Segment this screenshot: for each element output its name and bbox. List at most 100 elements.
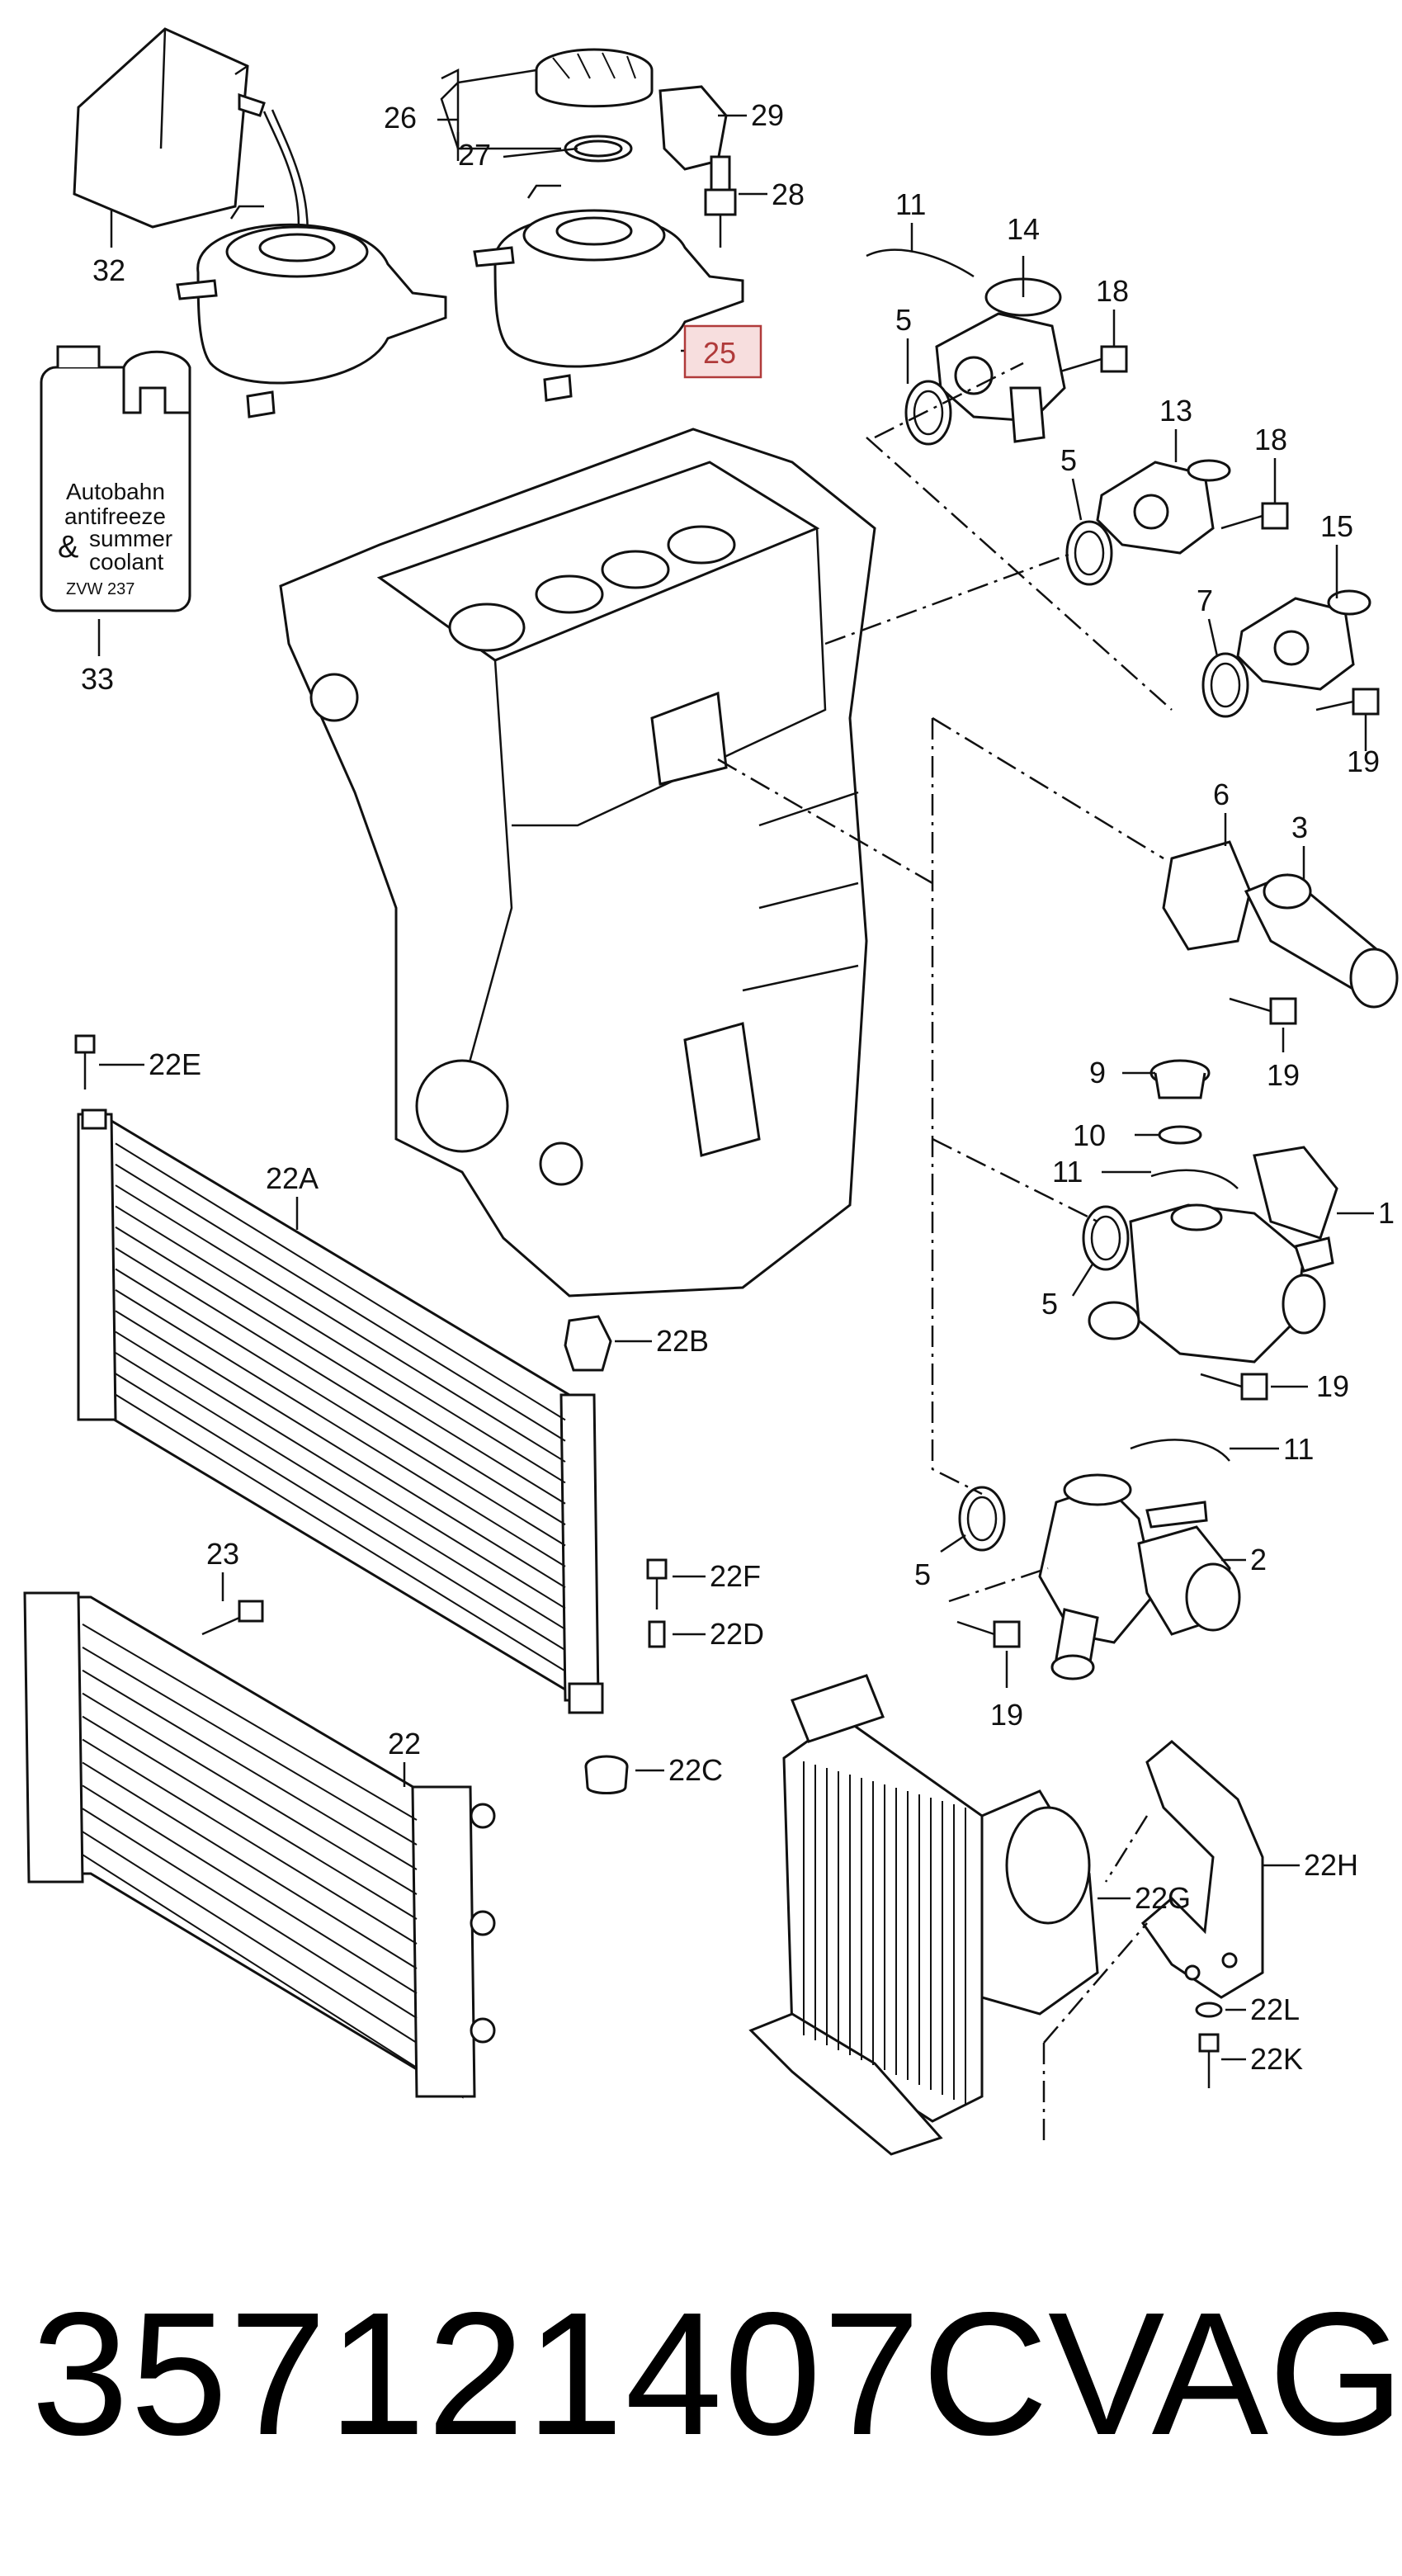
label-10: 10 bbox=[1073, 1118, 1106, 1152]
fin-line bbox=[115, 1310, 566, 1589]
sleeve-22d-icon bbox=[648, 1620, 666, 1648]
label-11a: 11 bbox=[895, 187, 926, 221]
jug-label-line3: & bbox=[58, 530, 78, 565]
o-ring-5b-icon bbox=[1065, 520, 1113, 586]
label-22f: 22F bbox=[710, 1559, 761, 1593]
jug-label-line6: ZVW 237 bbox=[66, 580, 135, 598]
label-29: 29 bbox=[751, 98, 784, 132]
brand-name: VAG bbox=[1048, 2276, 1402, 2471]
label-22g: 22G bbox=[1135, 1881, 1191, 1915]
fin-line bbox=[115, 1163, 566, 1442]
fin-line bbox=[82, 1808, 418, 2019]
label-26: 26 bbox=[384, 101, 417, 135]
label-19c: 19 bbox=[1316, 1369, 1349, 1403]
label-22: 22 bbox=[388, 1727, 421, 1761]
coolant-pipe-2-icon bbox=[1038, 1473, 1241, 1680]
bolt-18b-icon bbox=[1220, 502, 1289, 530]
label-19d: 19 bbox=[990, 1698, 1023, 1732]
label-33: 33 bbox=[81, 662, 114, 696]
label-11b: 11 bbox=[1052, 1155, 1083, 1189]
jug-label-line5: coolant bbox=[89, 549, 164, 574]
label-19b: 19 bbox=[1267, 1058, 1300, 1092]
clip-11c-icon bbox=[1130, 1439, 1230, 1462]
fin-line bbox=[115, 1373, 566, 1652]
label-2: 2 bbox=[1250, 1543, 1267, 1576]
washer-22l-icon bbox=[1195, 2002, 1223, 2018]
fin-line bbox=[82, 1624, 418, 1821]
label-6: 6 bbox=[1213, 778, 1230, 811]
jug-label-line4: summer bbox=[89, 526, 172, 551]
label-5c: 5 bbox=[1041, 1287, 1058, 1321]
rubber-mount-22c-icon bbox=[584, 1755, 629, 1794]
gasket-6-icon bbox=[1162, 840, 1252, 951]
bolt-22f-icon bbox=[646, 1558, 668, 1609]
bracket-22b-icon bbox=[564, 1315, 612, 1372]
fin-line bbox=[82, 1715, 418, 1920]
o-ring-7-icon bbox=[1201, 652, 1249, 718]
parts-diagram: Autobahn antifreeze & summer coolant ZVW… bbox=[23, 27, 1399, 2156]
label-27: 27 bbox=[458, 138, 491, 172]
fin-line bbox=[115, 1247, 566, 1525]
seal-27-icon bbox=[564, 135, 633, 163]
label-25: 25 bbox=[703, 336, 736, 370]
label-13: 13 bbox=[1159, 394, 1192, 428]
label-18a: 18 bbox=[1096, 274, 1129, 308]
label-5b: 5 bbox=[1060, 443, 1077, 477]
label-22e: 22E bbox=[149, 1047, 201, 1081]
fin-line bbox=[82, 1692, 418, 1895]
connector-lines bbox=[717, 362, 1173, 2146]
o-ring-5d-icon bbox=[958, 1486, 1006, 1552]
label-7: 7 bbox=[1197, 584, 1213, 617]
o-ring-5a-icon bbox=[904, 380, 952, 446]
fin-line bbox=[115, 1268, 566, 1547]
bolt-19d-icon bbox=[956, 1620, 1021, 1648]
radiator-22a-icon bbox=[77, 1108, 604, 1714]
clip-11b-icon bbox=[1150, 1169, 1239, 1189]
label-14: 14 bbox=[1007, 212, 1040, 246]
label-18b: 18 bbox=[1254, 423, 1287, 456]
pipe-3-icon bbox=[1244, 873, 1399, 1009]
radiator-22-icon bbox=[23, 1591, 496, 2099]
label-9: 9 bbox=[1089, 1056, 1106, 1089]
bolt-23-icon bbox=[201, 1600, 264, 1636]
clip-11a-icon bbox=[866, 248, 975, 278]
label-22d: 22D bbox=[710, 1617, 764, 1651]
label-22c: 22C bbox=[668, 1753, 723, 1787]
label-23: 23 bbox=[206, 1537, 239, 1571]
intercooler-22g-icon bbox=[748, 1674, 1099, 2156]
o-ring-5c-icon bbox=[1082, 1205, 1130, 1271]
label-15: 15 bbox=[1320, 509, 1353, 543]
label-5a: 5 bbox=[895, 303, 912, 337]
fin-line bbox=[115, 1205, 566, 1484]
o-ring-10-icon bbox=[1158, 1125, 1202, 1145]
expansion-tank-left-icon bbox=[176, 205, 447, 418]
jug-label-line1: Autobahn bbox=[66, 479, 165, 504]
flange-13-icon bbox=[1096, 459, 1231, 555]
label-28: 28 bbox=[772, 177, 805, 211]
fin-line bbox=[115, 1184, 566, 1463]
engine-block-icon bbox=[279, 428, 876, 1297]
fin-line bbox=[115, 1331, 566, 1609]
bolt-19b-icon bbox=[1229, 997, 1297, 1025]
fin-line bbox=[82, 1646, 418, 1846]
expansion-tank-25-icon bbox=[473, 184, 744, 402]
callout-labels: 32 33 26 27 29 28 25 11 14 18 5 13 18 5 … bbox=[81, 98, 1395, 2076]
fin-line bbox=[82, 1761, 418, 1969]
bolt-19a-icon bbox=[1315, 688, 1380, 735]
cap-9-icon bbox=[1149, 1059, 1211, 1099]
label-5d: 5 bbox=[914, 1557, 931, 1591]
label-1: 1 bbox=[1378, 1196, 1395, 1230]
label-22h: 22H bbox=[1304, 1848, 1358, 1882]
part-number: 357121407C bbox=[31, 2276, 1050, 2471]
fin-line bbox=[115, 1289, 566, 1567]
flange-15-icon bbox=[1236, 589, 1371, 691]
sensor-28-icon bbox=[704, 155, 737, 248]
fin-line bbox=[115, 1142, 566, 1421]
bolt-18a-icon bbox=[1060, 345, 1128, 373]
label-11c: 11 bbox=[1283, 1432, 1314, 1466]
fin-line bbox=[82, 1831, 418, 2044]
highlight-box-25 bbox=[683, 324, 762, 379]
fin-line bbox=[82, 1738, 418, 1945]
label-22l: 22L bbox=[1250, 1992, 1300, 2026]
fin-line bbox=[82, 1669, 418, 1870]
